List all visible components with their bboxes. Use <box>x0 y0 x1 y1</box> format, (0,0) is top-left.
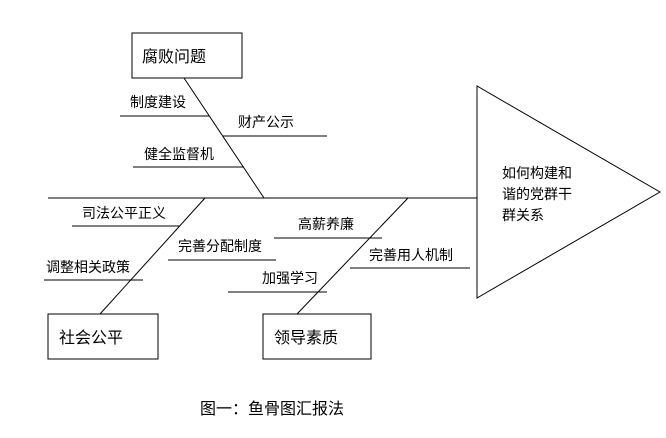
category-box-corruption <box>131 32 243 79</box>
cause-supervision: 健全监督机 <box>144 146 214 163</box>
category-box-leadership <box>262 313 372 360</box>
cause-property-disclosure: 财产公示 <box>238 115 294 131</box>
head-line-2: 谐的党群干 <box>502 187 572 203</box>
category-box-social-fairness <box>47 313 159 360</box>
cause-judicial-fairness: 司法公平正义 <box>82 206 166 222</box>
head-line-3: 群关系 <box>502 208 544 224</box>
category-label-social-fairness: 社会公平 <box>59 328 123 347</box>
fish-head-triangle <box>476 85 661 299</box>
cause-strengthen-study: 加强学习 <box>262 271 318 287</box>
category-label-corruption: 腐败问题 <box>142 47 206 66</box>
bone-social-fairness <box>99 197 206 315</box>
cause-system-building: 制度建设 <box>130 95 186 111</box>
cause-employment-system: 完善用人机制 <box>369 248 453 264</box>
bone-corruption <box>183 77 265 199</box>
figure-caption: 图一：鱼骨图汇报法 <box>200 399 344 418</box>
head-line-1: 如何构建和 <box>502 166 572 182</box>
category-label-leadership: 领导素质 <box>274 328 338 347</box>
cause-high-salary: 高薪养廉 <box>298 216 354 233</box>
bone-leadership <box>296 197 409 315</box>
cause-adjust-policy: 调整相关政策 <box>46 259 130 276</box>
cause-distribution: 完善分配制度 <box>178 239 262 255</box>
